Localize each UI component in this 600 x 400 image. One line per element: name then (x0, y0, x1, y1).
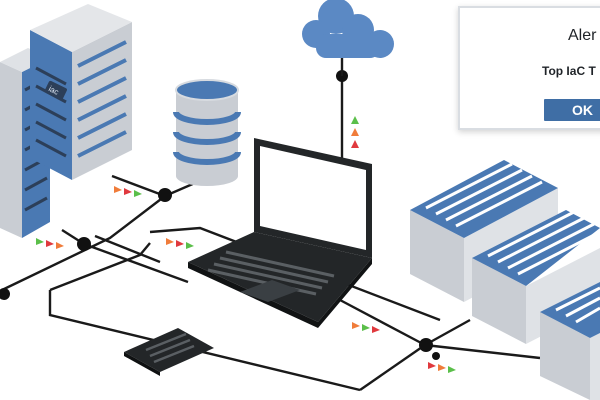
alert-message: Top IaC T (542, 64, 596, 78)
cloud-icon (302, 0, 394, 58)
mobile-device-icon (124, 328, 214, 376)
network-node-icon (0, 70, 440, 360)
server-rack-icon: iac (30, 4, 132, 180)
laptop-icon (188, 138, 372, 328)
storage-array-icon (540, 282, 600, 400)
signal-arrow-icon (36, 116, 456, 373)
server-badge-text: iac (47, 84, 60, 97)
database-icon (173, 79, 241, 186)
alert-content: Aler Top IaC T OK (460, 8, 600, 128)
alert-dialog: Aler Top IaC T OK (458, 6, 600, 130)
alert-title: Aler (568, 27, 597, 44)
ok-button[interactable]: OK (544, 99, 600, 121)
storage-array-icon (472, 210, 600, 344)
